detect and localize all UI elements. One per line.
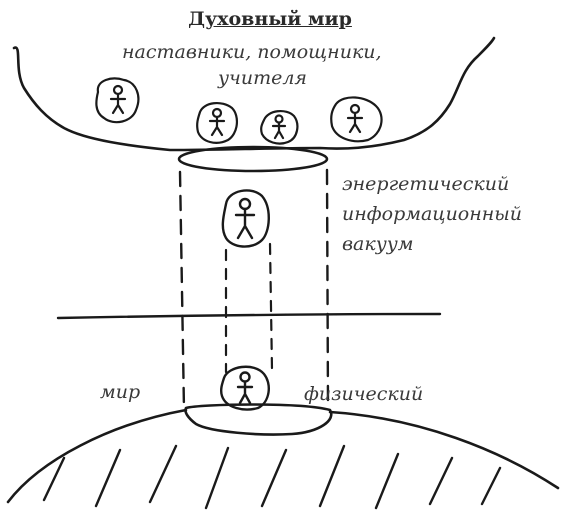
spiritual-world-subtitle-line1: наставники, помощники,	[122, 41, 382, 63]
column-top-ellipse	[177, 145, 329, 173]
physical-world-figure	[219, 365, 270, 411]
separator-line	[56, 312, 442, 320]
vacuum-label-line3: вакуум	[342, 233, 414, 255]
vacuum-label-line1: энергетический	[342, 173, 510, 195]
world-label-right: физический	[304, 383, 424, 405]
vacuum-figure	[221, 189, 270, 248]
spirit-guide-figure-2	[196, 102, 238, 144]
column-base-ellipse	[184, 403, 333, 436]
world-label-left: мир	[100, 381, 141, 403]
inner-right-dashed-edge	[268, 242, 274, 372]
spirit-guide-figure-3	[260, 110, 299, 145]
column-left-dashed-edge	[178, 170, 186, 412]
spirit-guide-figure-1	[95, 77, 140, 124]
earth-hatching	[42, 444, 502, 510]
column-right-dashed-edge	[325, 168, 330, 410]
spiritual-world-title: Духовный мир	[188, 8, 352, 30]
spirit-guide-figure-4	[330, 96, 383, 143]
spiritual-world-subtitle-line2: учителя	[218, 67, 308, 89]
earth-arc	[6, 408, 560, 504]
vacuum-label-line2: информационный	[342, 203, 522, 225]
